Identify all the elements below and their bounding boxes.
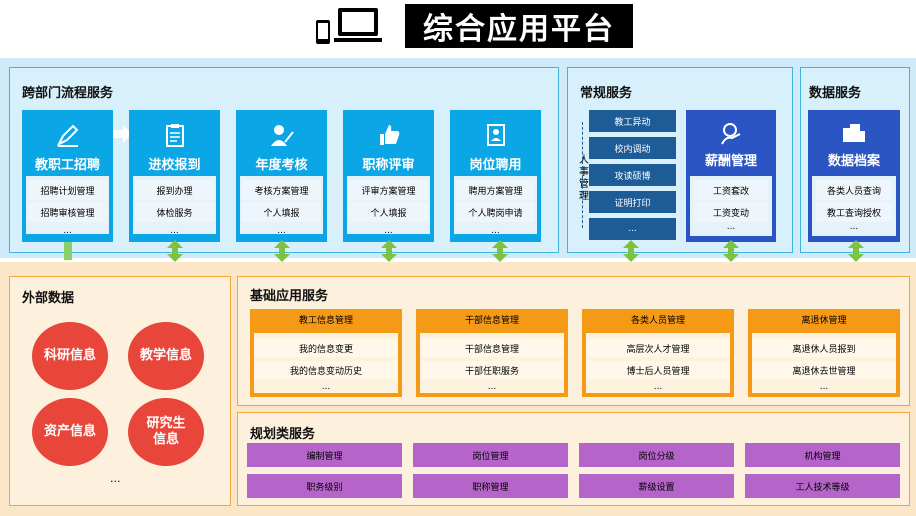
data-archive-name: 数据档案 bbox=[827, 154, 880, 169]
cross-service-name: 进校报到 bbox=[148, 158, 201, 173]
cross-service-name: 职称评审 bbox=[362, 158, 415, 173]
cross-service-item[interactable]: 聘用方案管理 bbox=[456, 180, 535, 200]
person-edit-icon bbox=[236, 122, 327, 148]
teaching-info-circle[interactable]: 教学信息 bbox=[128, 322, 204, 390]
basic-service-card[interactable]: 教工信息管理我的信息变更我的信息变动历史... bbox=[250, 309, 402, 397]
basic-service-item[interactable]: 干部任职服务 bbox=[420, 361, 564, 379]
cross-service-card[interactable]: 年度考核考核方案管理个人填报... bbox=[236, 110, 327, 242]
cross-service-name: 教职工招聘 bbox=[34, 158, 100, 173]
cross-service-more: ... bbox=[491, 226, 500, 236]
basic-service-name: 各类人员管理 bbox=[630, 316, 685, 326]
basic-service-item[interactable]: 离退休去世管理 bbox=[752, 361, 896, 379]
planning-item[interactable]: 职务级别 bbox=[247, 474, 402, 498]
hr-bracket bbox=[582, 122, 588, 228]
planning-item[interactable]: 岗位分级 bbox=[579, 443, 734, 467]
data-service-title: 数据服务 bbox=[809, 86, 862, 101]
basic-service-item[interactable]: 干部信息管理 bbox=[420, 339, 564, 357]
pen-icon bbox=[22, 122, 113, 148]
folder-icon bbox=[808, 122, 900, 144]
basic-service-item[interactable]: 离退休人员报到 bbox=[752, 339, 896, 357]
external-more: ... bbox=[110, 472, 121, 485]
double-arrow-icon bbox=[492, 240, 508, 262]
planning-item[interactable]: 编制管理 bbox=[247, 443, 402, 467]
data-archive-item[interactable]: 各类人员查询 bbox=[816, 180, 892, 200]
basic-service-item[interactable]: 我的信息变更 bbox=[254, 339, 398, 357]
double-arrow-icon bbox=[167, 240, 183, 262]
right-arrow-icon bbox=[113, 124, 133, 144]
clipboard-icon bbox=[129, 122, 220, 148]
hr-service-item[interactable]: 教工异动 bbox=[589, 110, 676, 132]
cross-service-name: 岗位聘用 bbox=[469, 158, 522, 173]
cross-service-card[interactable]: 岗位聘用聘用方案管理个人聘岗申请... bbox=[450, 110, 541, 242]
cross-service-card[interactable]: 教职工招聘招聘计划管理招聘审核管理... bbox=[22, 110, 113, 242]
routine-title: 常规服务 bbox=[580, 86, 633, 101]
salary-item[interactable]: 工资套改 bbox=[694, 180, 768, 200]
basic-service-name: 教工信息管理 bbox=[298, 316, 353, 326]
basic-service-item[interactable]: 我的信息变动历史 bbox=[254, 361, 398, 379]
cross-service-card[interactable]: 进校报到报到办理体检服务... bbox=[129, 110, 220, 242]
basic-service-card[interactable]: 干部信息管理干部信息管理干部任职服务... bbox=[416, 309, 568, 397]
cross-service-item[interactable]: 招聘计划管理 bbox=[28, 180, 107, 200]
cross-service-item[interactable]: 招聘审核管理 bbox=[28, 202, 107, 222]
cross-service-name: 年度考核 bbox=[255, 158, 308, 173]
cross-service-more: ... bbox=[277, 226, 286, 236]
salary-card[interactable]: 薪酬管理 工资套改 工资变动 ... bbox=[686, 110, 776, 242]
hr-service-item[interactable]: 校内调动 bbox=[589, 137, 676, 159]
planning-item[interactable]: 岗位管理 bbox=[413, 443, 568, 467]
id-card-icon bbox=[450, 122, 541, 148]
salary-item[interactable]: 工资变动 bbox=[694, 202, 768, 222]
basic-service-more: ... bbox=[321, 382, 331, 392]
basic-service-more: ... bbox=[819, 382, 829, 392]
basic-service-more: ... bbox=[487, 382, 497, 392]
basic-service-card[interactable]: 各类人员管理高层次人才管理博士后人员管理... bbox=[582, 309, 734, 397]
double-arrow-icon bbox=[274, 240, 290, 262]
graduate-info-circle[interactable]: 研究生信息 bbox=[128, 398, 204, 466]
research-info-circle[interactable]: 科研信息 bbox=[32, 322, 108, 390]
planning-item[interactable]: 职称管理 bbox=[413, 474, 568, 498]
hr-service-item[interactable]: 攻读硕博 bbox=[589, 164, 676, 186]
data-archive-item[interactable]: 教工查询授权 bbox=[816, 202, 892, 222]
basic-service-item[interactable]: 博士后人员管理 bbox=[586, 361, 730, 379]
basic-service-card[interactable]: 离退休管理离退休人员报到离退休去世管理... bbox=[748, 309, 900, 397]
cross-service-item[interactable]: 报到办理 bbox=[135, 180, 214, 200]
data-archive-more: ... bbox=[849, 222, 859, 232]
cross-service-item[interactable]: 个人聘岗申请 bbox=[456, 202, 535, 222]
double-arrow-icon bbox=[60, 240, 76, 262]
basic-app-title: 基础应用服务 bbox=[250, 289, 329, 304]
cross-service-item[interactable]: 个人填报 bbox=[242, 202, 321, 222]
salary-name: 薪酬管理 bbox=[704, 154, 757, 169]
cross-dept-title: 跨部门流程服务 bbox=[22, 86, 114, 101]
cross-service-item[interactable]: 考核方案管理 bbox=[242, 180, 321, 200]
double-arrow-icon bbox=[381, 240, 397, 262]
money-hand-icon bbox=[686, 122, 776, 146]
double-arrow-icon bbox=[623, 240, 639, 262]
asset-info-circle[interactable]: 资产信息 bbox=[32, 398, 108, 466]
hr-service-item[interactable]: 证明打印 bbox=[589, 191, 676, 213]
salary-more: ... bbox=[726, 222, 736, 232]
cross-service-item[interactable]: 体检服务 bbox=[135, 202, 214, 222]
page-title: 综合应用平台 bbox=[405, 4, 633, 48]
planning-item[interactable]: 机构管理 bbox=[745, 443, 900, 467]
cross-service-more: ... bbox=[170, 226, 179, 236]
basic-service-name: 干部信息管理 bbox=[464, 316, 519, 326]
computer-phone-icon bbox=[314, 6, 384, 46]
cross-service-card[interactable]: 职称评审评审方案管理个人填报... bbox=[343, 110, 434, 242]
thumbs-up-icon bbox=[343, 122, 434, 148]
cross-service-more: ... bbox=[384, 226, 393, 236]
planning-item[interactable]: 薪级设置 bbox=[579, 474, 734, 498]
external-data-panel: 外部数据 bbox=[9, 276, 231, 506]
cross-service-item[interactable]: 个人填报 bbox=[349, 202, 428, 222]
basic-service-item[interactable]: 高层次人才管理 bbox=[586, 339, 730, 357]
external-data-title: 外部数据 bbox=[22, 291, 75, 306]
cross-service-more: ... bbox=[63, 226, 72, 236]
double-arrow-icon bbox=[723, 240, 739, 262]
data-archive-card[interactable]: 数据档案 各类人员查询 教工查询授权 ... bbox=[808, 110, 900, 242]
basic-service-name: 离退休管理 bbox=[801, 316, 847, 326]
hr-service-item[interactable]: ... bbox=[589, 218, 676, 240]
planning-item[interactable]: 工人技术等级 bbox=[745, 474, 900, 498]
basic-service-more: ... bbox=[653, 382, 663, 392]
cross-service-item[interactable]: 评审方案管理 bbox=[349, 180, 428, 200]
planning-title: 规划类服务 bbox=[250, 427, 316, 442]
double-arrow-icon bbox=[848, 240, 864, 262]
